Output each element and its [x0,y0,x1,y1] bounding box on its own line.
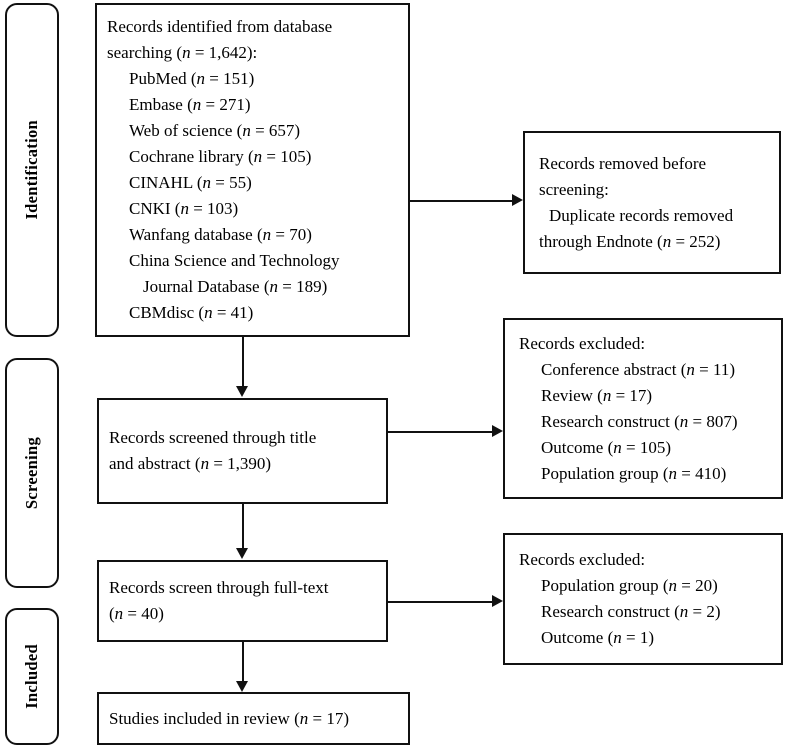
stage-box-identification: Identification [5,3,59,337]
stage-box-included: Included [5,608,59,745]
node-records-removed: Records removed before screening: Duplic… [523,131,781,274]
connector-fulltext-to-included [242,642,244,682]
arrowhead-fulltext-to-included [236,681,248,692]
node-line: Cochrane library (n = 105) [129,147,312,166]
node-studies-included: Studies included in review (n = 17) [97,692,410,745]
connector-fulltext-to-excluded [388,601,494,603]
stage-label-identification: Identification [22,120,41,220]
node-line: screening: [539,179,609,199]
connector-screened-to-fulltext [242,504,244,549]
stage-box-screening: Screening [5,358,59,588]
connector-identified-to-screened [242,337,244,387]
node-line: CBMdisc (n = 41) [129,303,254,322]
node-line: Research construct (n = 2) [541,602,721,621]
node-line: Review (n = 17) [541,385,653,405]
node-line: Wanfang database (n = 70) [129,225,312,244]
node-line: Outcome (n = 1) [541,628,654,647]
node-line: through Endnote (n = 252) [539,231,721,251]
arrowhead-identified-to-removed [512,194,523,206]
node-line: Research construct (n = 807) [541,411,738,431]
arrowhead-screened-to-excluded [492,425,503,437]
arrowhead-fulltext-to-excluded [492,595,503,607]
node-line: Population group (n = 410) [541,463,727,483]
node-records-screened: Records screened through title and abstr… [97,398,388,504]
node-line: Studies included in review (n = 17) [109,708,349,728]
node-line: Embase (n = 271) [129,95,251,114]
node-line: Records excluded: [519,333,646,353]
node-line: searching (n = 1,642): [107,43,258,62]
node-line: Records identified from database [107,17,333,36]
node-line: (n = 40) [109,604,164,623]
node-line: PubMed (n = 151) [129,69,255,88]
node-records-excluded-full-text: Records excluded: Population group (n = … [503,533,783,665]
node-line: Records excluded: [519,550,646,569]
node-line: Duplicate records removed [549,205,734,225]
node-line: Records screen through full-text [109,578,329,597]
connector-identified-to-removed [410,200,514,202]
node-line: Records screened through title [109,428,317,447]
arrowhead-screened-to-fulltext [236,548,248,559]
node-line: CNKI (n = 103) [129,199,239,218]
node-line: Records removed before [539,153,707,173]
node-records-excluded-title-abstract: Records excluded: Conference abstract (n… [503,318,783,499]
node-line: and abstract (n = 1,390) [109,454,272,473]
node-line: Web of science (n = 657) [129,121,301,140]
node-line: Population group (n = 20) [541,576,718,595]
stage-label-included: Included [22,644,41,709]
stage-label-screening: Screening [22,436,41,510]
node-line: Conference abstract (n = 11) [541,359,735,379]
node-records-identified: Records identified from database searchi… [95,3,410,337]
connector-screened-to-excluded [388,431,494,433]
node-records-full-text: Records screen through full-text (n = 40… [97,560,388,642]
node-line: CINAHL (n = 55) [129,173,252,192]
node-line: Journal Database (n = 189) [143,277,328,296]
node-line: Outcome (n = 105) [541,437,671,457]
arrowhead-identified-to-screened [236,386,248,397]
node-line: China Science and Technology [129,251,340,270]
